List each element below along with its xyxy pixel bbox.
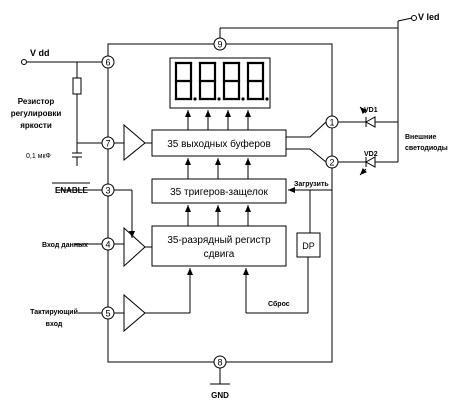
pin-5 [101,306,115,320]
external-leds-label-line2: светодиоды [405,145,448,152]
pin-6 [101,55,115,69]
pin-9-label: 9 [217,40,222,50]
resistor-label-line3: яркости [20,121,52,130]
pin-2-label: 2 [329,158,334,168]
led-vd2-icon [364,156,376,168]
latches-to-buffers-arrows [185,158,251,179]
shift-register-label-line2: сдвига [204,249,235,260]
external-leds-label-line1: Внешние [405,134,437,141]
shift-register-label-line1: 35-разрядный регистр [167,235,271,246]
pin-5-label: 5 [105,309,110,319]
clock-label-line2: вход [46,321,63,328]
seven-segment-display [169,57,271,109]
latches-block [151,178,287,204]
pin-7-label: 7 [105,139,110,149]
brightness-amplifier-icon [123,123,146,162]
enable-label: ENABLE [55,186,89,195]
enable-line [56,189,135,238]
decimal-point [193,97,197,101]
pin-8 [213,355,227,369]
display-digit [198,61,221,101]
pin-1-label: 1 [329,118,334,128]
display-frame [169,57,271,109]
display-digit [222,61,245,101]
pin-4-label: 4 [105,240,110,250]
vled-supply [219,15,417,162]
led-vd1-icon [364,116,376,128]
data-input-label: Вход данных [42,242,88,249]
gnd-label: GND [211,391,229,400]
shift-register-block [151,225,287,267]
pin-3-label: 3 [105,186,110,196]
load-line [288,187,332,233]
resistor-label-line2: регулировки [11,109,62,118]
pin-4 [101,237,115,251]
display-digit [246,61,269,101]
vdd-supply [21,59,102,166]
output-buffers-label: 35 выходных буферов [167,138,271,150]
pin-6-label: 6 [105,58,110,68]
dp-label: DP [302,241,315,251]
vled-terminal-icon [411,15,417,21]
led-vd1 [338,106,398,128]
pin-9 [213,37,227,51]
latches-label: 35 тригеров-защелок [170,187,268,198]
vled-label: V led [418,12,440,22]
brightness-resistor-icon [72,77,82,95]
display-digits [174,61,269,101]
capacitor-label: 0,1 мкФ [26,153,51,160]
pin-8-label: 8 [217,358,222,368]
clock-label-line1: Тактирующий [30,308,78,316]
led-vd2 [338,156,398,176]
clock-amplifier-icon [123,293,146,333]
pin-3 [101,183,115,197]
vdd-terminal-icon [21,59,27,65]
reset-label: Сброс [268,300,290,308]
shift-to-latches-arrows [185,205,251,226]
data-input-amplifier-icon [123,226,146,268]
buffers-to-display-arrows [185,110,251,130]
decimal-point [241,97,245,101]
display-digit [174,61,197,101]
vdd-label: V dd [30,48,50,58]
vd2-label: VD2 [364,151,378,158]
decimal-point [217,97,221,101]
resistor-label-line1: Резистор [18,97,55,106]
reset-line [243,257,309,314]
decimal-point [265,97,269,101]
vd1-label: VD1 [364,107,378,114]
pin-7 [101,136,115,150]
load-label: Загрузить [294,181,329,188]
